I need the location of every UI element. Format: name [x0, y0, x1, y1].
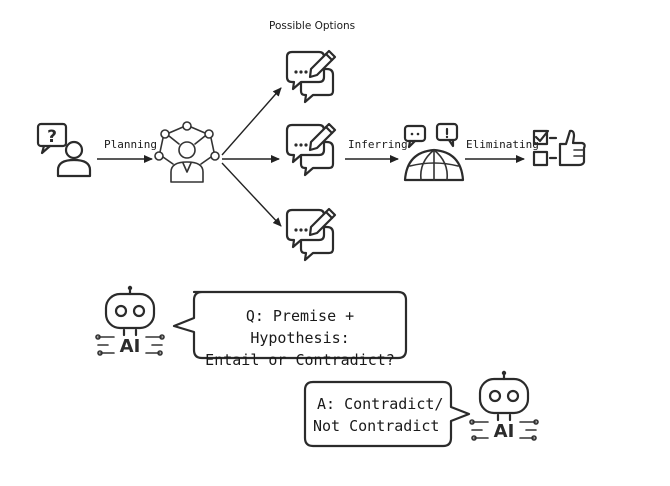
chat-option-icon-middle [285, 122, 337, 177]
answer-line-2: Not Contradict [313, 417, 440, 435]
chat-option-icon-top [285, 49, 337, 104]
branch-arrow-top [221, 87, 282, 156]
question-line-2: Entail or Contradict? [205, 351, 395, 369]
branch-arrow-bottom [221, 162, 282, 227]
answer-line-1: A: Contradict/ [317, 395, 444, 413]
answer-text: A: Contradict/ Not Contradict [307, 393, 447, 437]
eliminating-label: Eliminating [466, 138, 539, 151]
planner-network-icon [154, 121, 220, 183]
chat-option-icon-bottom [285, 207, 337, 262]
robot-label: AI [493, 421, 515, 442]
inferring-label: Inferring [348, 138, 408, 151]
question-line-1: Q: Premise + Hypothesis: [245, 307, 355, 347]
robot-label: AI [119, 336, 141, 357]
question-person-icon: ? [36, 122, 92, 178]
question-bubble-shape [172, 290, 408, 360]
planning-label: Planning [104, 138, 157, 151]
question-robot: AI [94, 285, 166, 367]
question-text: Q: Premise + Hypothesis: Entail or Contr… [194, 305, 406, 371]
options-title: Possible Options [269, 20, 356, 32]
robot-ai-icon [95, 285, 165, 356]
checklist-thumb-icon [532, 129, 586, 167]
globe-discussion-icon [403, 122, 465, 182]
svg-text:?: ? [47, 127, 57, 147]
robot-ai-icon [469, 370, 539, 441]
answer-robot: AI [468, 370, 540, 452]
answer-bubble-shape [303, 380, 471, 448]
